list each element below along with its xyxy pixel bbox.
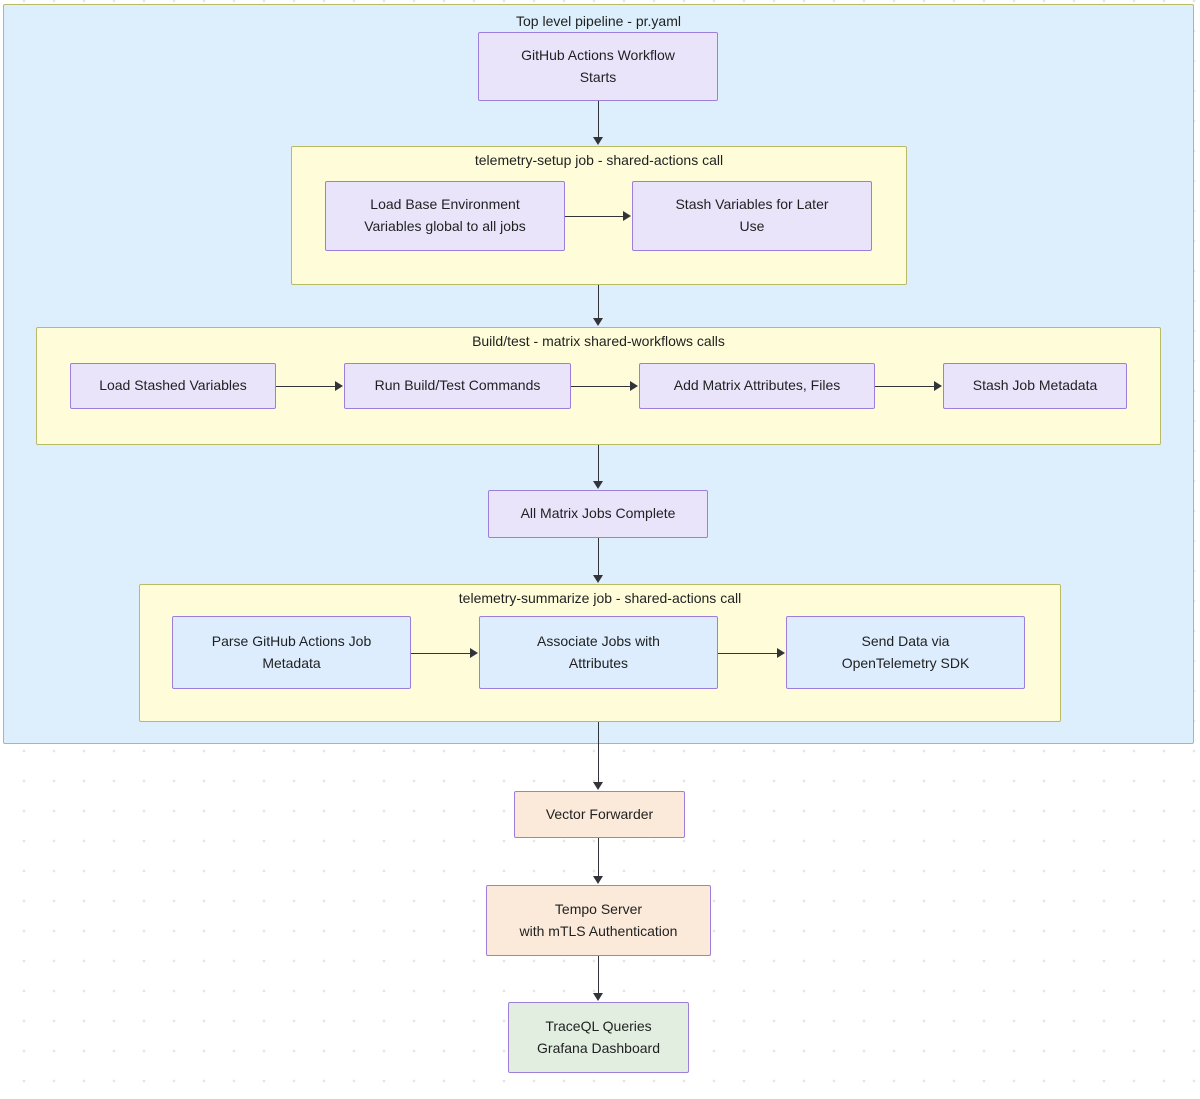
- node-line-2: Variables global to all jobs: [364, 218, 526, 234]
- edge-arrowhead: [777, 648, 785, 658]
- edge-arrowhead: [593, 575, 603, 583]
- subgraph-title-build-test: Build/test - matrix shared-workflows cal…: [472, 333, 725, 349]
- node-line-2: Attributes: [568, 654, 629, 671]
- node-line-2: with mTLS Authentication: [519, 922, 678, 939]
- subgraph-title-telemetry-summarize: telemetry-summarize job - shared-actions…: [458, 590, 742, 606]
- node-associate-jobs-with-attributes[interactable]: Associate Jobs with Attributes: [479, 616, 718, 689]
- edge-arrowhead: [630, 381, 638, 391]
- node-tempo-server-mtls[interactable]: Tempo Server with mTLS Authentication: [486, 885, 711, 956]
- node-load-base-environment-variables[interactable]: Load Base Environment Variables global t…: [325, 181, 565, 251]
- node-run-build-test-commands[interactable]: Run Build/Test Commands: [344, 363, 571, 409]
- node-line-2: OpenTelemetry SDK: [841, 654, 970, 671]
- edge-workflow-to-telemetry-setup: [597, 101, 599, 138]
- edge-arrowhead: [470, 648, 478, 658]
- edge-arrowhead: [593, 876, 603, 884]
- node-traceql-queries-grafana-dashboard[interactable]: TraceQL Queries Grafana Dashboard: [508, 1002, 689, 1073]
- edge-telemetrysummarize-to-vectorforwarder: [597, 722, 599, 782]
- node-line-1: Load Stashed Variables: [99, 377, 247, 394]
- subgraph-title-telemetry-setup: telemetry-setup job - shared-actions cal…: [474, 152, 724, 168]
- edge-addmatrix-to-stashjobmeta: [875, 385, 935, 387]
- edge-arrowhead: [593, 782, 603, 790]
- edge-arrowhead: [593, 481, 603, 489]
- edge-arrowhead: [593, 318, 603, 326]
- edge-arrowhead: [335, 381, 343, 391]
- edge-arrowhead: [934, 381, 942, 391]
- node-all-matrix-jobs-complete[interactable]: All Matrix Jobs Complete: [488, 490, 708, 538]
- edge-loadstashed-to-runbuildtest: [276, 385, 336, 387]
- node-github-actions-workflow-starts[interactable]: GitHub Actions Workflow Starts: [478, 32, 718, 101]
- edge-arrowhead: [593, 137, 603, 145]
- edge-vectorforwarder-to-temposerver: [597, 838, 599, 876]
- node-line-1: Tempo Server: [554, 900, 643, 917]
- node-send-data-via-opentelemetry-sdk[interactable]: Send Data via OpenTelemetry SDK: [786, 616, 1025, 689]
- node-stash-variables-for-later-use[interactable]: Stash Variables for Later Use: [632, 181, 872, 251]
- edge-arrowhead: [623, 211, 631, 221]
- node-line-1: Parse GitHub Actions Job: [211, 632, 372, 649]
- node-line-2: Use: [739, 218, 765, 234]
- edge-buildtest-to-allmatrixcomplete: [597, 445, 599, 482]
- node-line-1: Stash Variables for Later: [675, 196, 829, 213]
- node-vector-forwarder[interactable]: Vector Forwarder: [514, 791, 685, 838]
- node-add-matrix-attributes-files[interactable]: Add Matrix Attributes, Files: [639, 363, 875, 409]
- node-line-1: Load Base Environment: [370, 196, 520, 213]
- edge-allmatrixcomplete-to-telemetrysummarize: [597, 538, 599, 576]
- edge-telemetrysetup-to-buildtest: [597, 285, 599, 318]
- edge-temposerver-to-traceql: [597, 956, 599, 993]
- node-line-1: All Matrix Jobs Complete: [520, 505, 676, 522]
- node-line-1: Stash Job Metadata: [972, 377, 1098, 394]
- node-line-1: Send Data via: [861, 632, 950, 649]
- node-line-2: Grafana Dashboard: [537, 1039, 660, 1056]
- edge-associatejobs-to-senddata: [718, 652, 778, 654]
- edge-arrowhead: [593, 993, 603, 1001]
- node-line-1: GitHub Actions Workflow: [521, 46, 675, 63]
- node-line-2: Metadata: [262, 654, 321, 671]
- node-line-2: Starts: [579, 68, 617, 85]
- subgraph-title-top-level-pipeline: Top level pipeline - pr.yaml: [516, 13, 681, 29]
- edge-loadbaseenv-to-stashvars: [565, 215, 624, 217]
- edge-parsejobmeta-to-associatejobs: [411, 652, 471, 654]
- node-parse-github-actions-job-metadata[interactable]: Parse GitHub Actions Job Metadata: [172, 616, 411, 689]
- node-line-1: Run Build/Test Commands: [374, 377, 541, 394]
- node-line-1: Associate Jobs with: [537, 632, 660, 649]
- edge-runbuildtest-to-addmatrix: [571, 385, 631, 387]
- node-line-1: Vector Forwarder: [545, 805, 654, 822]
- node-load-stashed-variables[interactable]: Load Stashed Variables: [70, 363, 276, 409]
- node-stash-job-metadata[interactable]: Stash Job Metadata: [943, 363, 1127, 409]
- node-line-1: Add Matrix Attributes, Files: [673, 377, 841, 394]
- node-line-1: TraceQL Queries: [545, 1017, 652, 1034]
